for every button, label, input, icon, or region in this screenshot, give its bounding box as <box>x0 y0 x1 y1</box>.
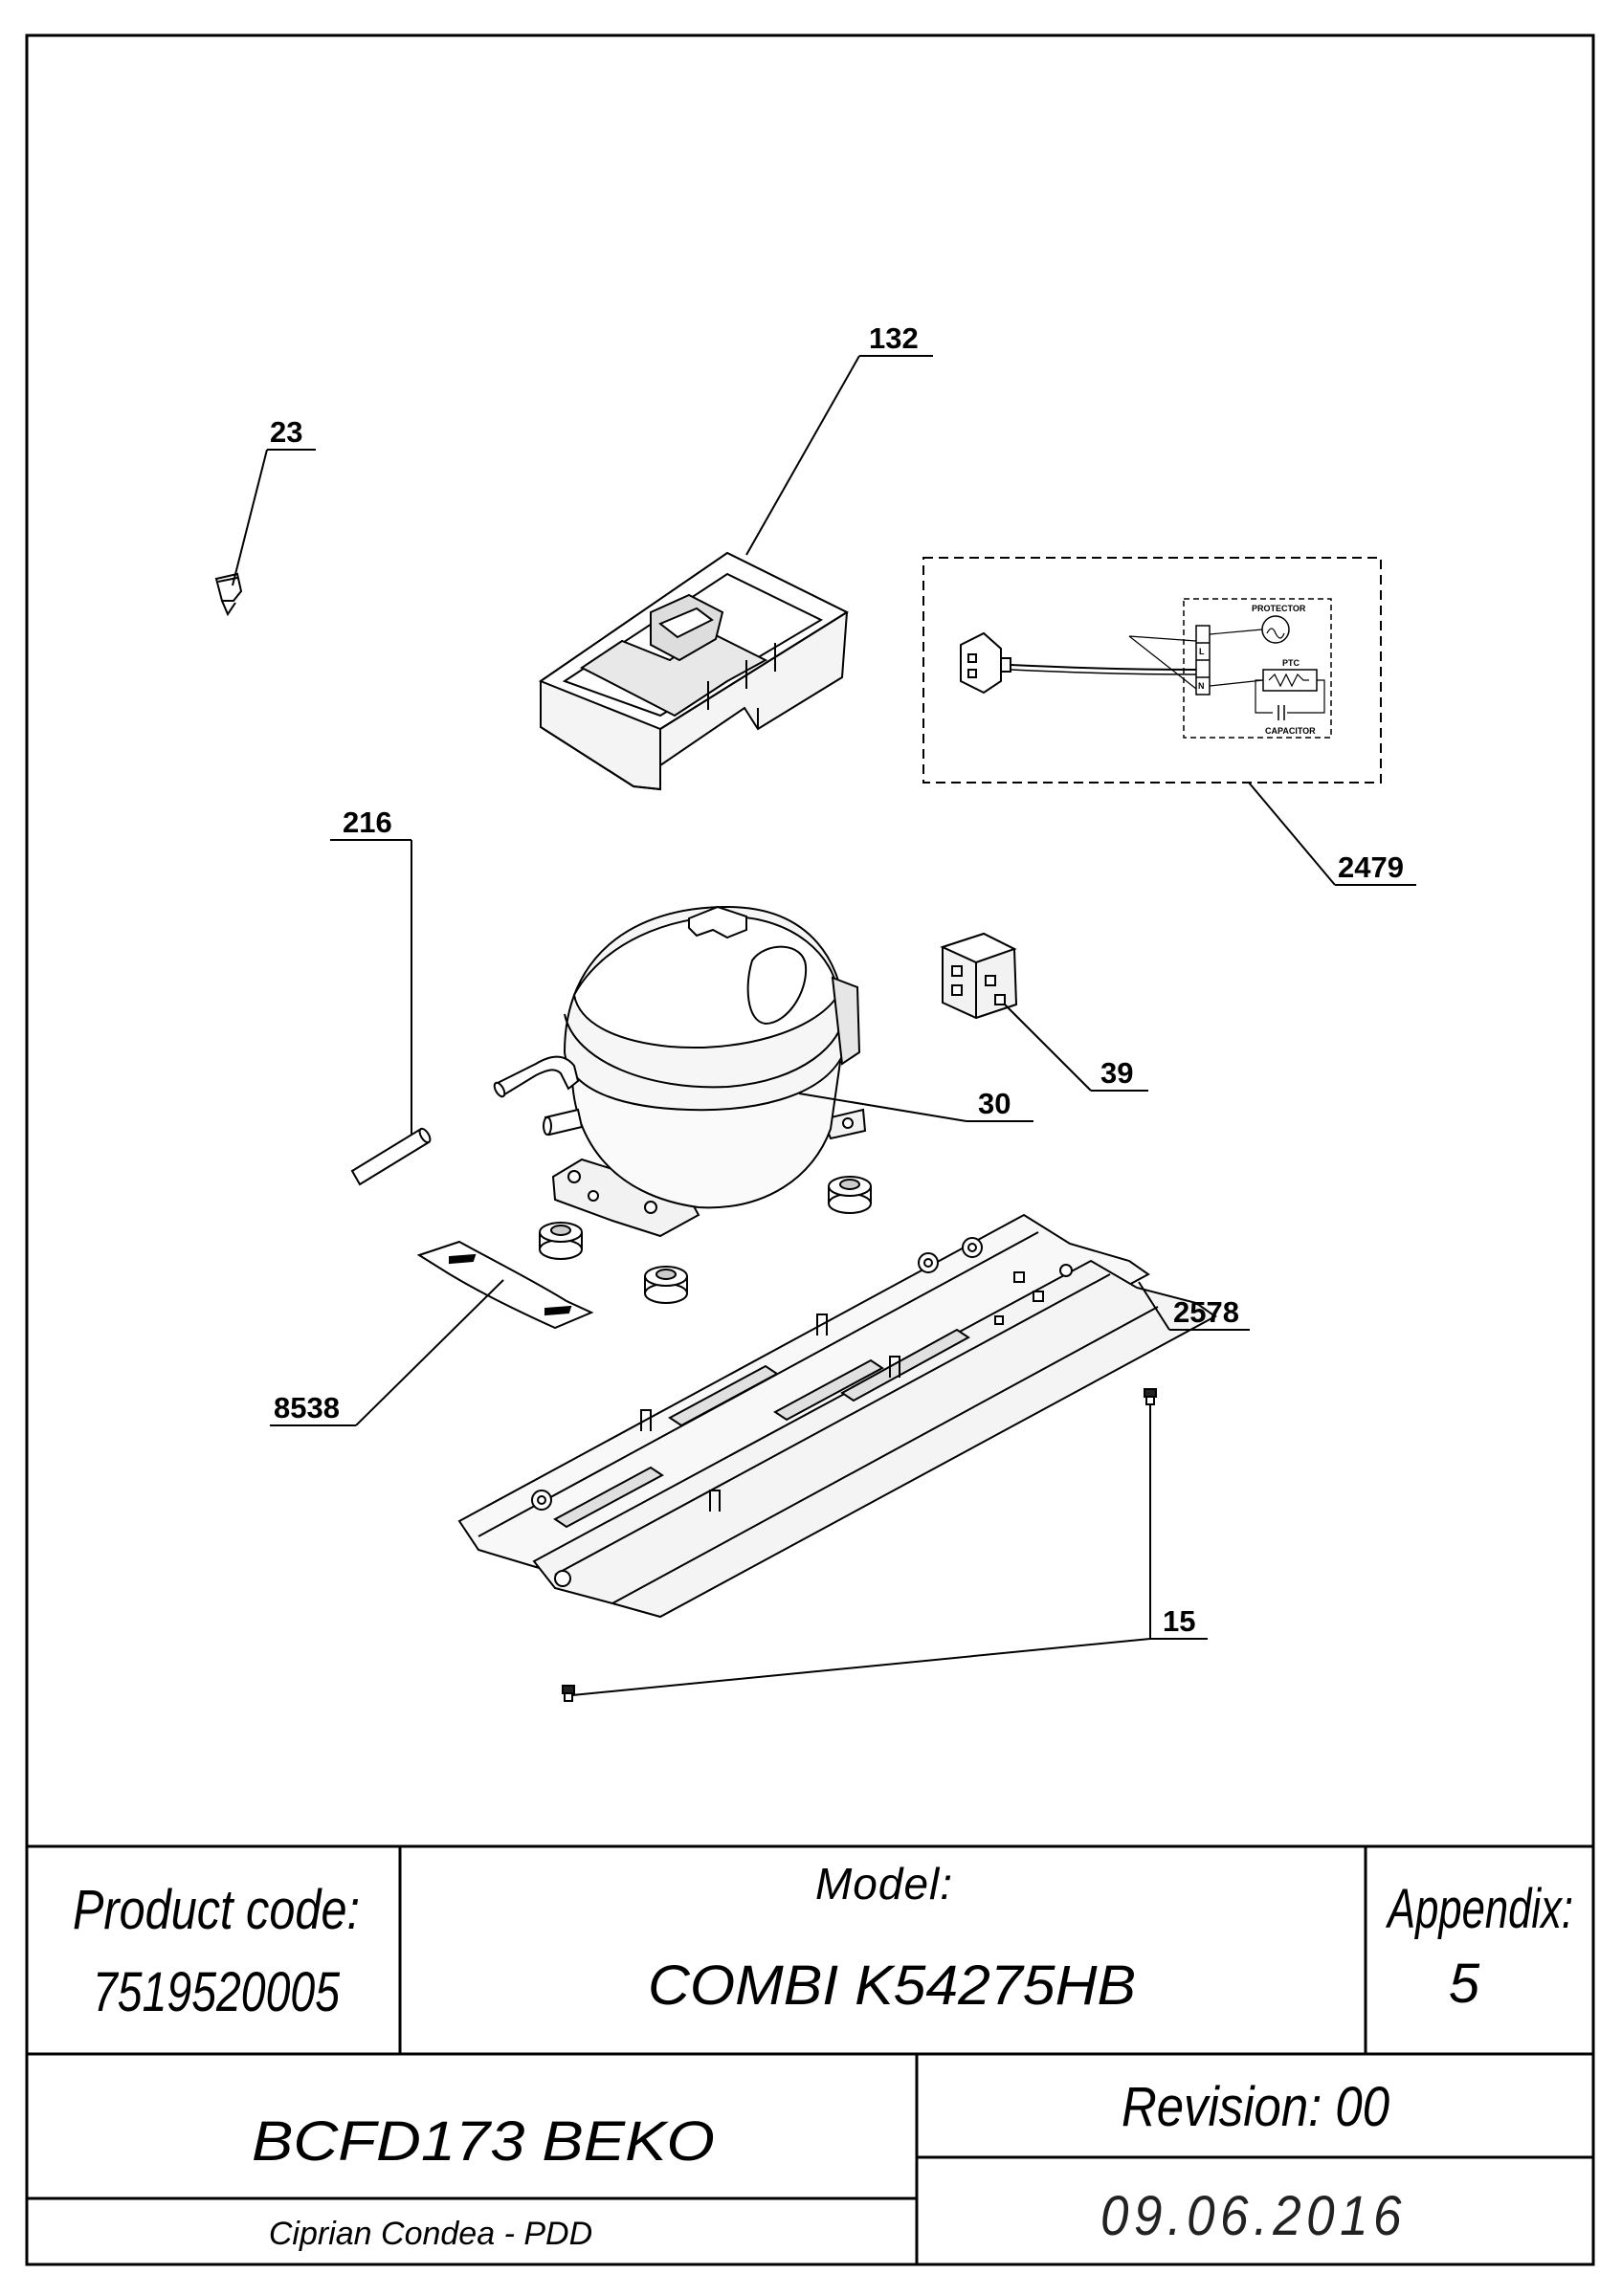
part-132-cover <box>538 551 850 791</box>
product-code-value: 7519520005 <box>93 1961 341 2023</box>
part-2479-power-cord: L N PROTECTOR PTC CAPACITOR <box>922 557 1382 784</box>
grommets <box>539 1176 872 1304</box>
author: Ciprian Condea - PDD <box>269 2216 592 2252</box>
callout-39: 39 <box>1100 1056 1133 1090</box>
leader-15b <box>571 1638 1151 1696</box>
terminal-l: L <box>1199 647 1205 656</box>
leader-39 <box>1004 1004 1092 1092</box>
part-2578-rails <box>457 1213 1217 1619</box>
callout-132: 132 <box>869 321 919 355</box>
part-216-tube <box>350 1127 432 1186</box>
leader-23 <box>232 449 268 586</box>
leader-2578 <box>1138 1281 1170 1331</box>
ptc-label: PTC <box>1282 658 1300 668</box>
plug-icon <box>960 631 1011 695</box>
callout-15: 15 <box>1163 1604 1195 1638</box>
wiring-frame <box>922 557 1382 784</box>
leader-30 <box>798 1093 967 1122</box>
callout-23: 23 <box>270 415 302 449</box>
model-value: COMBI K54275HB <box>648 1954 1136 2017</box>
product-name: BCFD173 BEKO <box>252 2110 715 2173</box>
callout-8538: 8538 <box>274 1391 340 1424</box>
terminal-n: N <box>1198 681 1205 691</box>
part-8538-strip <box>416 1240 594 1330</box>
part-15-screws <box>562 1388 1157 1702</box>
revision-date: 09.06.2016 <box>1100 2185 1407 2247</box>
appendix-label: Appendix: <box>1386 1878 1573 1940</box>
part-39-relay <box>940 932 1018 1020</box>
product-code-label: Product code: <box>73 1879 360 1941</box>
terminal-block <box>1195 625 1211 695</box>
revision: Revision: 00 <box>1122 2076 1389 2138</box>
callout-2578: 2578 <box>1173 1295 1239 1329</box>
title-block <box>27 1844 1593 2264</box>
model-label: Model: <box>815 1859 953 1909</box>
sheet-border <box>25 33 1595 2266</box>
protector-icon <box>1261 615 1290 644</box>
protector-label: PROTECTOR <box>1252 604 1306 613</box>
leader-8538 <box>355 1279 504 1426</box>
callout-216: 216 <box>343 806 392 839</box>
capacitor-label: CAPACITOR <box>1265 726 1316 736</box>
leader-2479 <box>1248 782 1336 886</box>
appendix-value: 5 <box>1449 1953 1480 2015</box>
part-30-compressor <box>493 905 867 1238</box>
callout-30: 30 <box>978 1087 1011 1120</box>
part-23-clip <box>214 572 243 617</box>
callout-2479: 2479 <box>1338 850 1404 884</box>
capacitor-icon <box>1278 705 1285 720</box>
compressor-box <box>1183 598 1332 739</box>
leader-132 <box>745 355 860 556</box>
